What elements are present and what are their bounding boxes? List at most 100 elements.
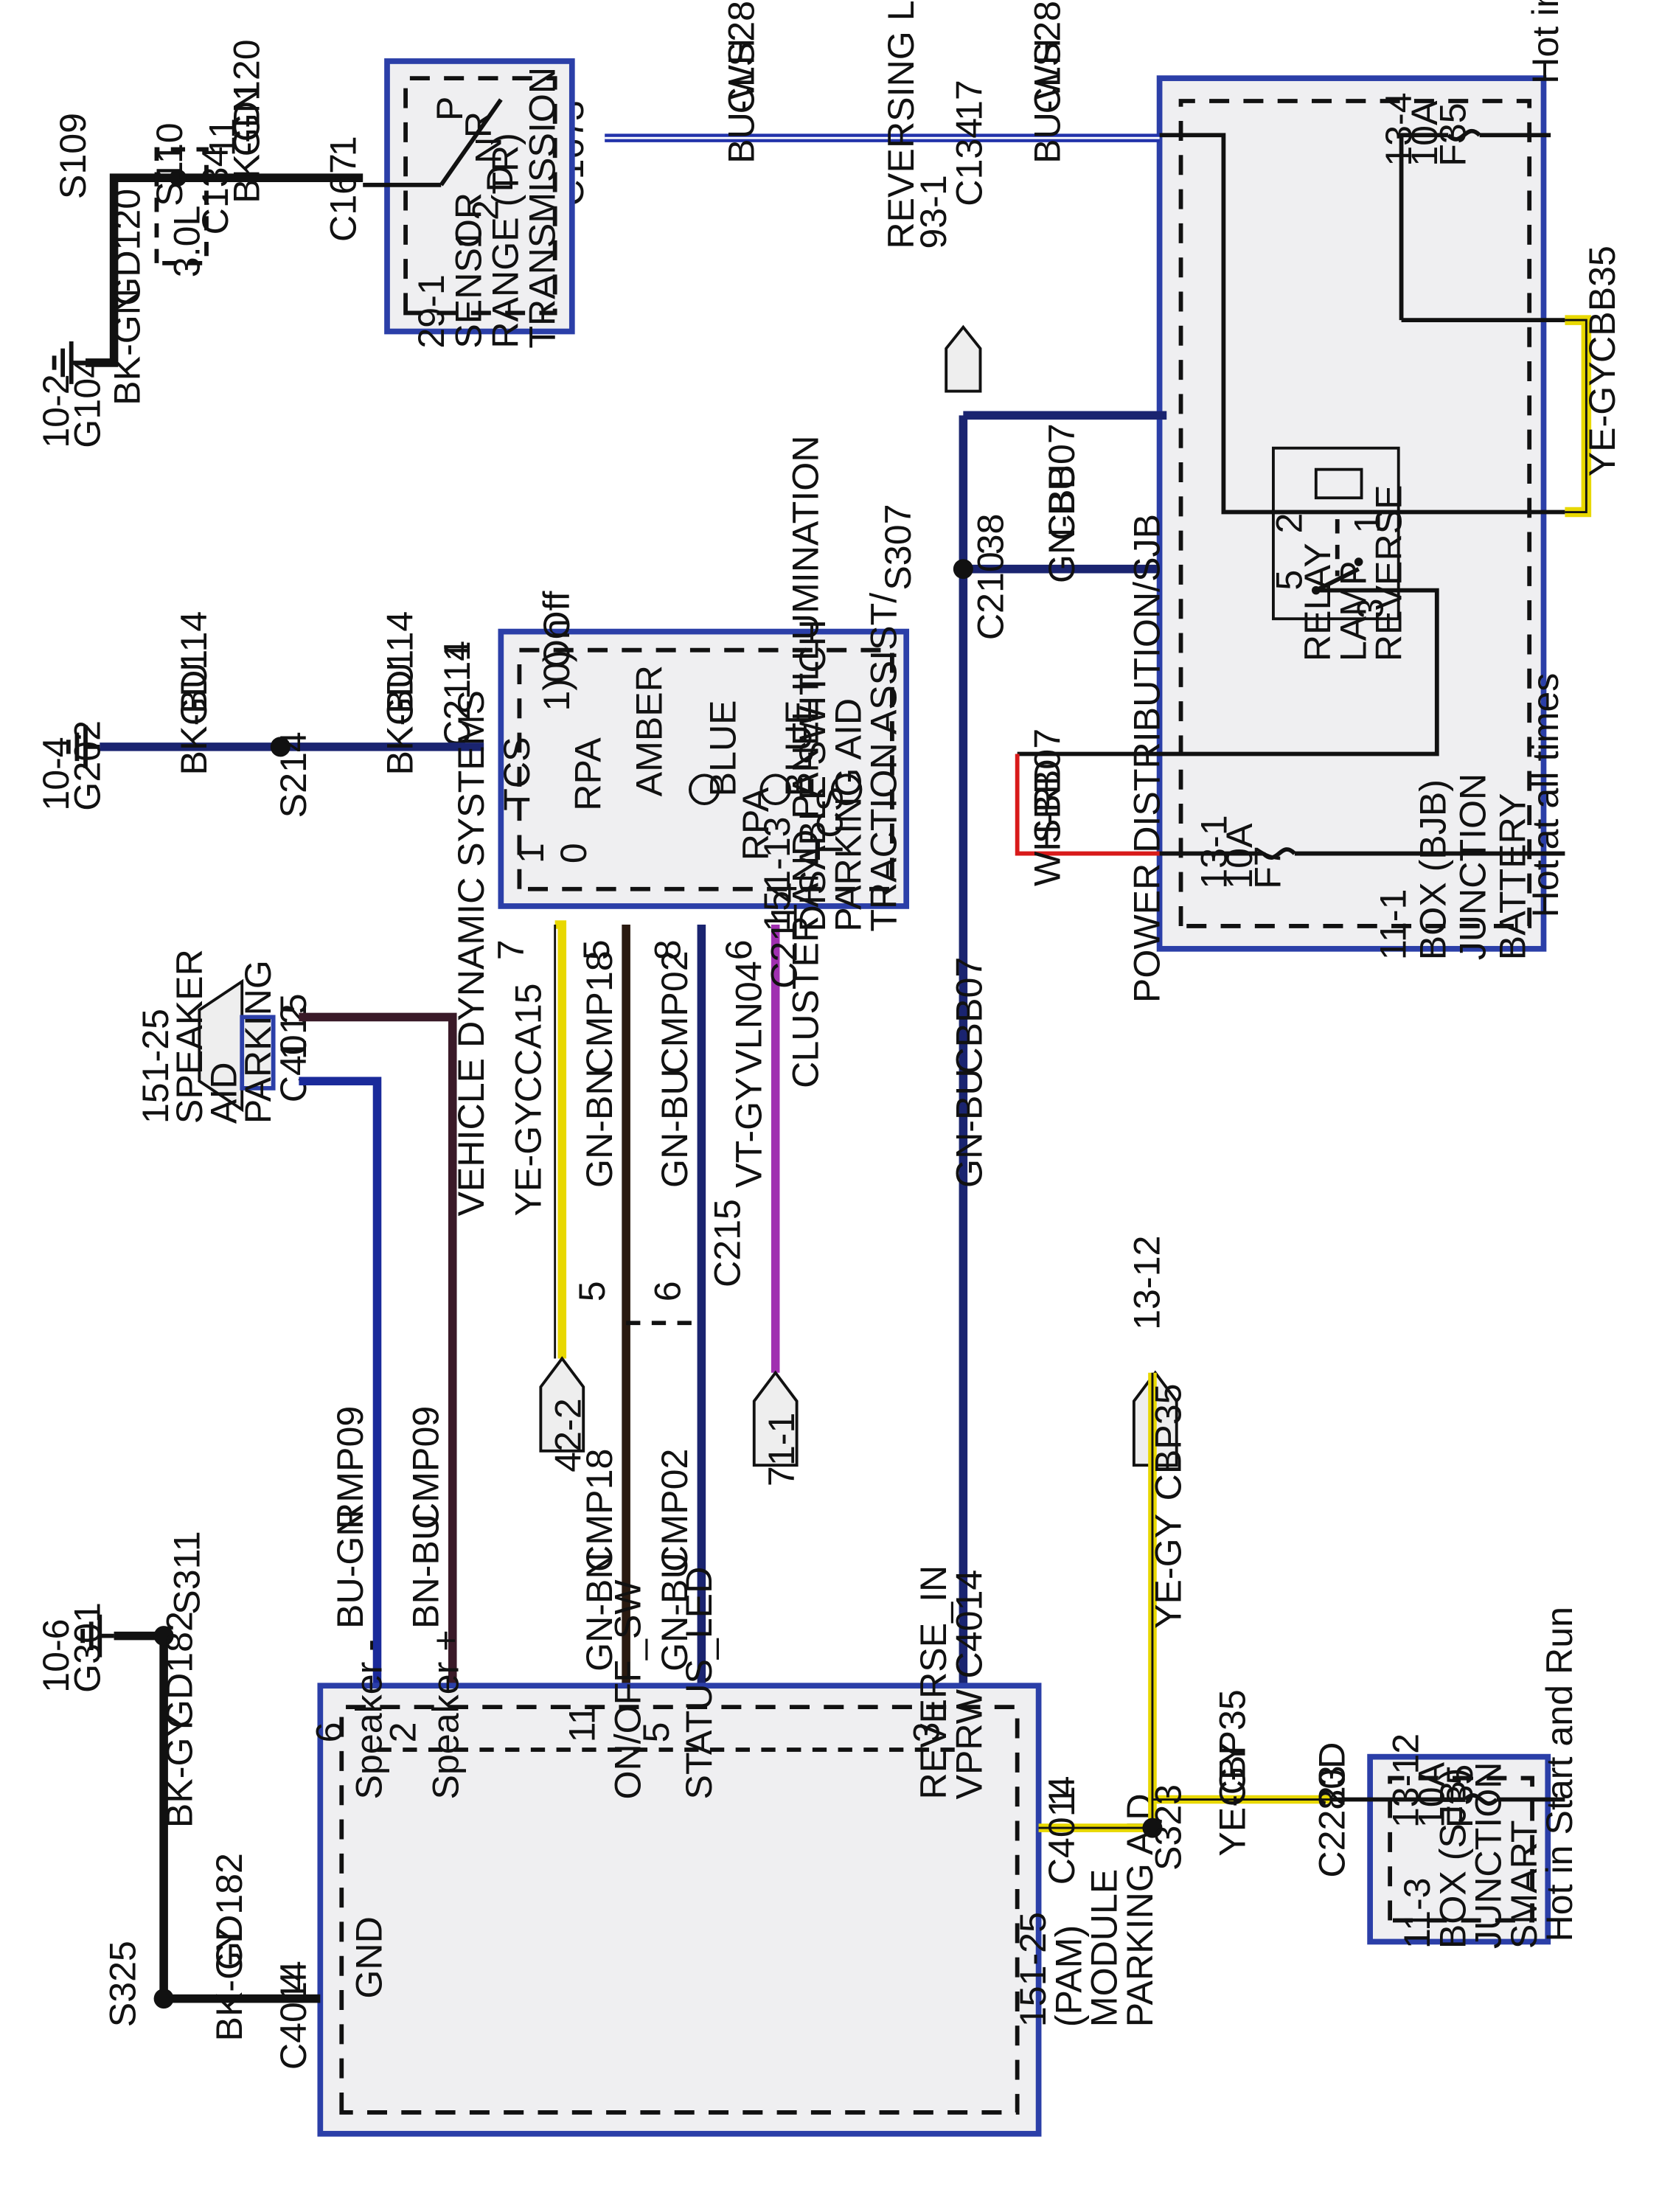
- reversing-label: REVERSING LAMPS: [880, 0, 922, 249]
- c4014-pin-6: 6: [308, 1722, 349, 1742]
- c210-name: C210: [970, 552, 1011, 640]
- ground-g104-icon: [52, 341, 86, 384]
- c134-a-pin: 17: [948, 80, 990, 121]
- switch-title-line3: DISABLE SWITCH: [792, 619, 833, 932]
- gd120-a-color: BK-GN: [226, 86, 267, 204]
- relay-pin-3: 3: [1349, 598, 1391, 619]
- gd182-b-circuit: GD182: [159, 1611, 201, 1728]
- vds-ref-arrow: [539, 1356, 585, 1453]
- pam-title-line3: (PAM): [1048, 1925, 1089, 2027]
- gd182-a-color: BK-GY: [209, 1926, 250, 2041]
- splice-s214: [270, 737, 291, 757]
- pam-speaker-plus: Speaker +: [425, 1630, 466, 1799]
- sjb-title-line4: 11-3: [1397, 1877, 1438, 1949]
- fuse-f35-bjb: F35 10A 13-4: [1378, 92, 1551, 321]
- splice-s110: [169, 169, 187, 187]
- reversing-ref: 93-1: [913, 175, 954, 248]
- gd114-b-color: BK-BU: [173, 662, 215, 775]
- vds-ref: 42-2: [547, 1398, 588, 1472]
- c4014-pin-5: 5: [636, 1722, 677, 1742]
- power-ref: 13-12: [1127, 1236, 1168, 1330]
- traction-parking-disable-switch: 0) Off 1) On TCS RPA AMBER BLUE BLUE TCS…: [437, 590, 910, 932]
- f35-sjb-ref: 13-12: [1385, 1733, 1427, 1828]
- switch-blue1-label: BLUE: [703, 700, 744, 796]
- s311-label: S311: [166, 1531, 207, 1614]
- s325-label: S325: [102, 1941, 144, 2027]
- gd120-b-circuit: GD120: [106, 189, 147, 306]
- relay-pin-2: 2: [1269, 513, 1310, 534]
- c4014-gnd-pin: 4: [273, 1971, 314, 1992]
- led-rpa-label: RPA: [735, 787, 776, 860]
- switch-pos0: 0: [553, 843, 594, 863]
- g202-label: G202: [66, 720, 108, 811]
- c2280d-name: C2280D: [1311, 1742, 1352, 1878]
- cmp02-b-circuit: CMP02: [654, 1449, 695, 1572]
- cmp09-color: BN-BU: [405, 1514, 446, 1629]
- cbb07-a-circuit: CBB07: [1041, 423, 1082, 540]
- switch-amber-label: AMBER: [628, 665, 669, 796]
- gd120-a-circuit: GD120: [226, 39, 267, 156]
- switch-pos1: 1: [510, 843, 552, 863]
- cls28-b-circuit: CLS28: [1027, 1, 1068, 114]
- switch-mode-on: 1) On: [536, 619, 577, 711]
- speaker-title-line4: 151-25: [135, 1009, 176, 1124]
- c215-pin-5: 5: [571, 1281, 613, 1301]
- c2114-pin-8: 8: [647, 939, 688, 960]
- g301-label: G301: [66, 1602, 108, 1693]
- cca15-circuit: CCA15: [507, 983, 549, 1102]
- tr-title-line4: 29-1: [411, 274, 452, 348]
- bjb-title-line4: 11-1: [1372, 889, 1413, 961]
- f7-name: F7: [1248, 846, 1289, 889]
- sjb-title-line1: SMART: [1503, 1820, 1545, 1949]
- vln04-color: VT-GY: [728, 1077, 769, 1188]
- s214-label: S214: [273, 731, 314, 818]
- cca15-color: YE-GY: [507, 1101, 549, 1216]
- cmp09-circuit: CMP09: [405, 1406, 446, 1529]
- pam-status-led: STATUS_LED: [678, 1567, 720, 1800]
- led-tcs-label: TCS: [809, 787, 850, 860]
- speaker-pin-1: 1: [273, 1039, 314, 1060]
- cluster-ref: 71-1: [761, 1413, 802, 1486]
- cmp18-b-circuit: CMP18: [579, 1449, 620, 1572]
- bjb-hot-all-times-label: Hot at all times: [1525, 673, 1566, 918]
- relay-coil-icon: [1314, 467, 1363, 500]
- led-blue1-icon: [759, 773, 791, 805]
- c167-b-name: C167: [323, 153, 364, 242]
- splice-s325: [153, 1989, 174, 2009]
- cmp18-b-color: GN-BN: [579, 1552, 620, 1672]
- tr-title-line3: SENSOR: [448, 192, 489, 349]
- cbb07-b-color: GN-BU: [948, 1068, 990, 1188]
- parking-aid-module: 6 2 11 5 3 C4014 VPRW REVERSE_IN STATUS_…: [308, 1565, 1161, 2137]
- f35-bjb-name: F35: [1432, 102, 1473, 166]
- cluster-ref-arrow: [752, 1370, 799, 1467]
- c4014-pin-3: 3: [906, 1722, 947, 1742]
- led-amber-icon: [689, 773, 720, 805]
- switch-pin1: 1: [437, 641, 478, 661]
- gd182-a-circuit: GD182: [209, 1853, 250, 1970]
- speaker-title-line3: SPEAKER: [169, 949, 210, 1124]
- c4014-gnd-name: C4014: [273, 1961, 314, 2070]
- cmp02-a-color: GN-BU: [654, 1068, 695, 1188]
- cbp35-b-color: YE-GY: [1148, 1514, 1189, 1629]
- g202-ref: 10-4: [35, 737, 77, 810]
- splice-s323: [1142, 1818, 1163, 1838]
- c4014-pin-11: 11: [562, 1704, 603, 1742]
- splice-s311: [153, 1626, 174, 1646]
- ground-g202-icon: [66, 725, 100, 768]
- pam-vprw: VPRW: [948, 1688, 990, 1799]
- f35-sjb-rating: 10A: [1411, 1761, 1452, 1828]
- splice-s307: [953, 559, 973, 580]
- c215-pin-6: 6: [647, 1281, 688, 1301]
- f35-sjb-name: F35: [1439, 1764, 1481, 1828]
- vds-label: VEHICLE DYNAMIC SYSTEMS: [451, 690, 492, 1216]
- rmp09-circuit: RMP09: [330, 1406, 371, 1529]
- gd114-a-color: BK-BU: [380, 662, 421, 775]
- c4014-vprw-pin: 1: [1041, 1786, 1082, 1806]
- s109-label: S109: [52, 113, 94, 199]
- f7-rating: 10A: [1219, 823, 1260, 889]
- pam-speaker-minus: Speaker -: [348, 1639, 389, 1799]
- c4014-vprw-name: C4014: [1041, 1775, 1082, 1885]
- switch-title-line4: 151-13: [757, 816, 798, 931]
- s323-label: S323: [1148, 1784, 1189, 1871]
